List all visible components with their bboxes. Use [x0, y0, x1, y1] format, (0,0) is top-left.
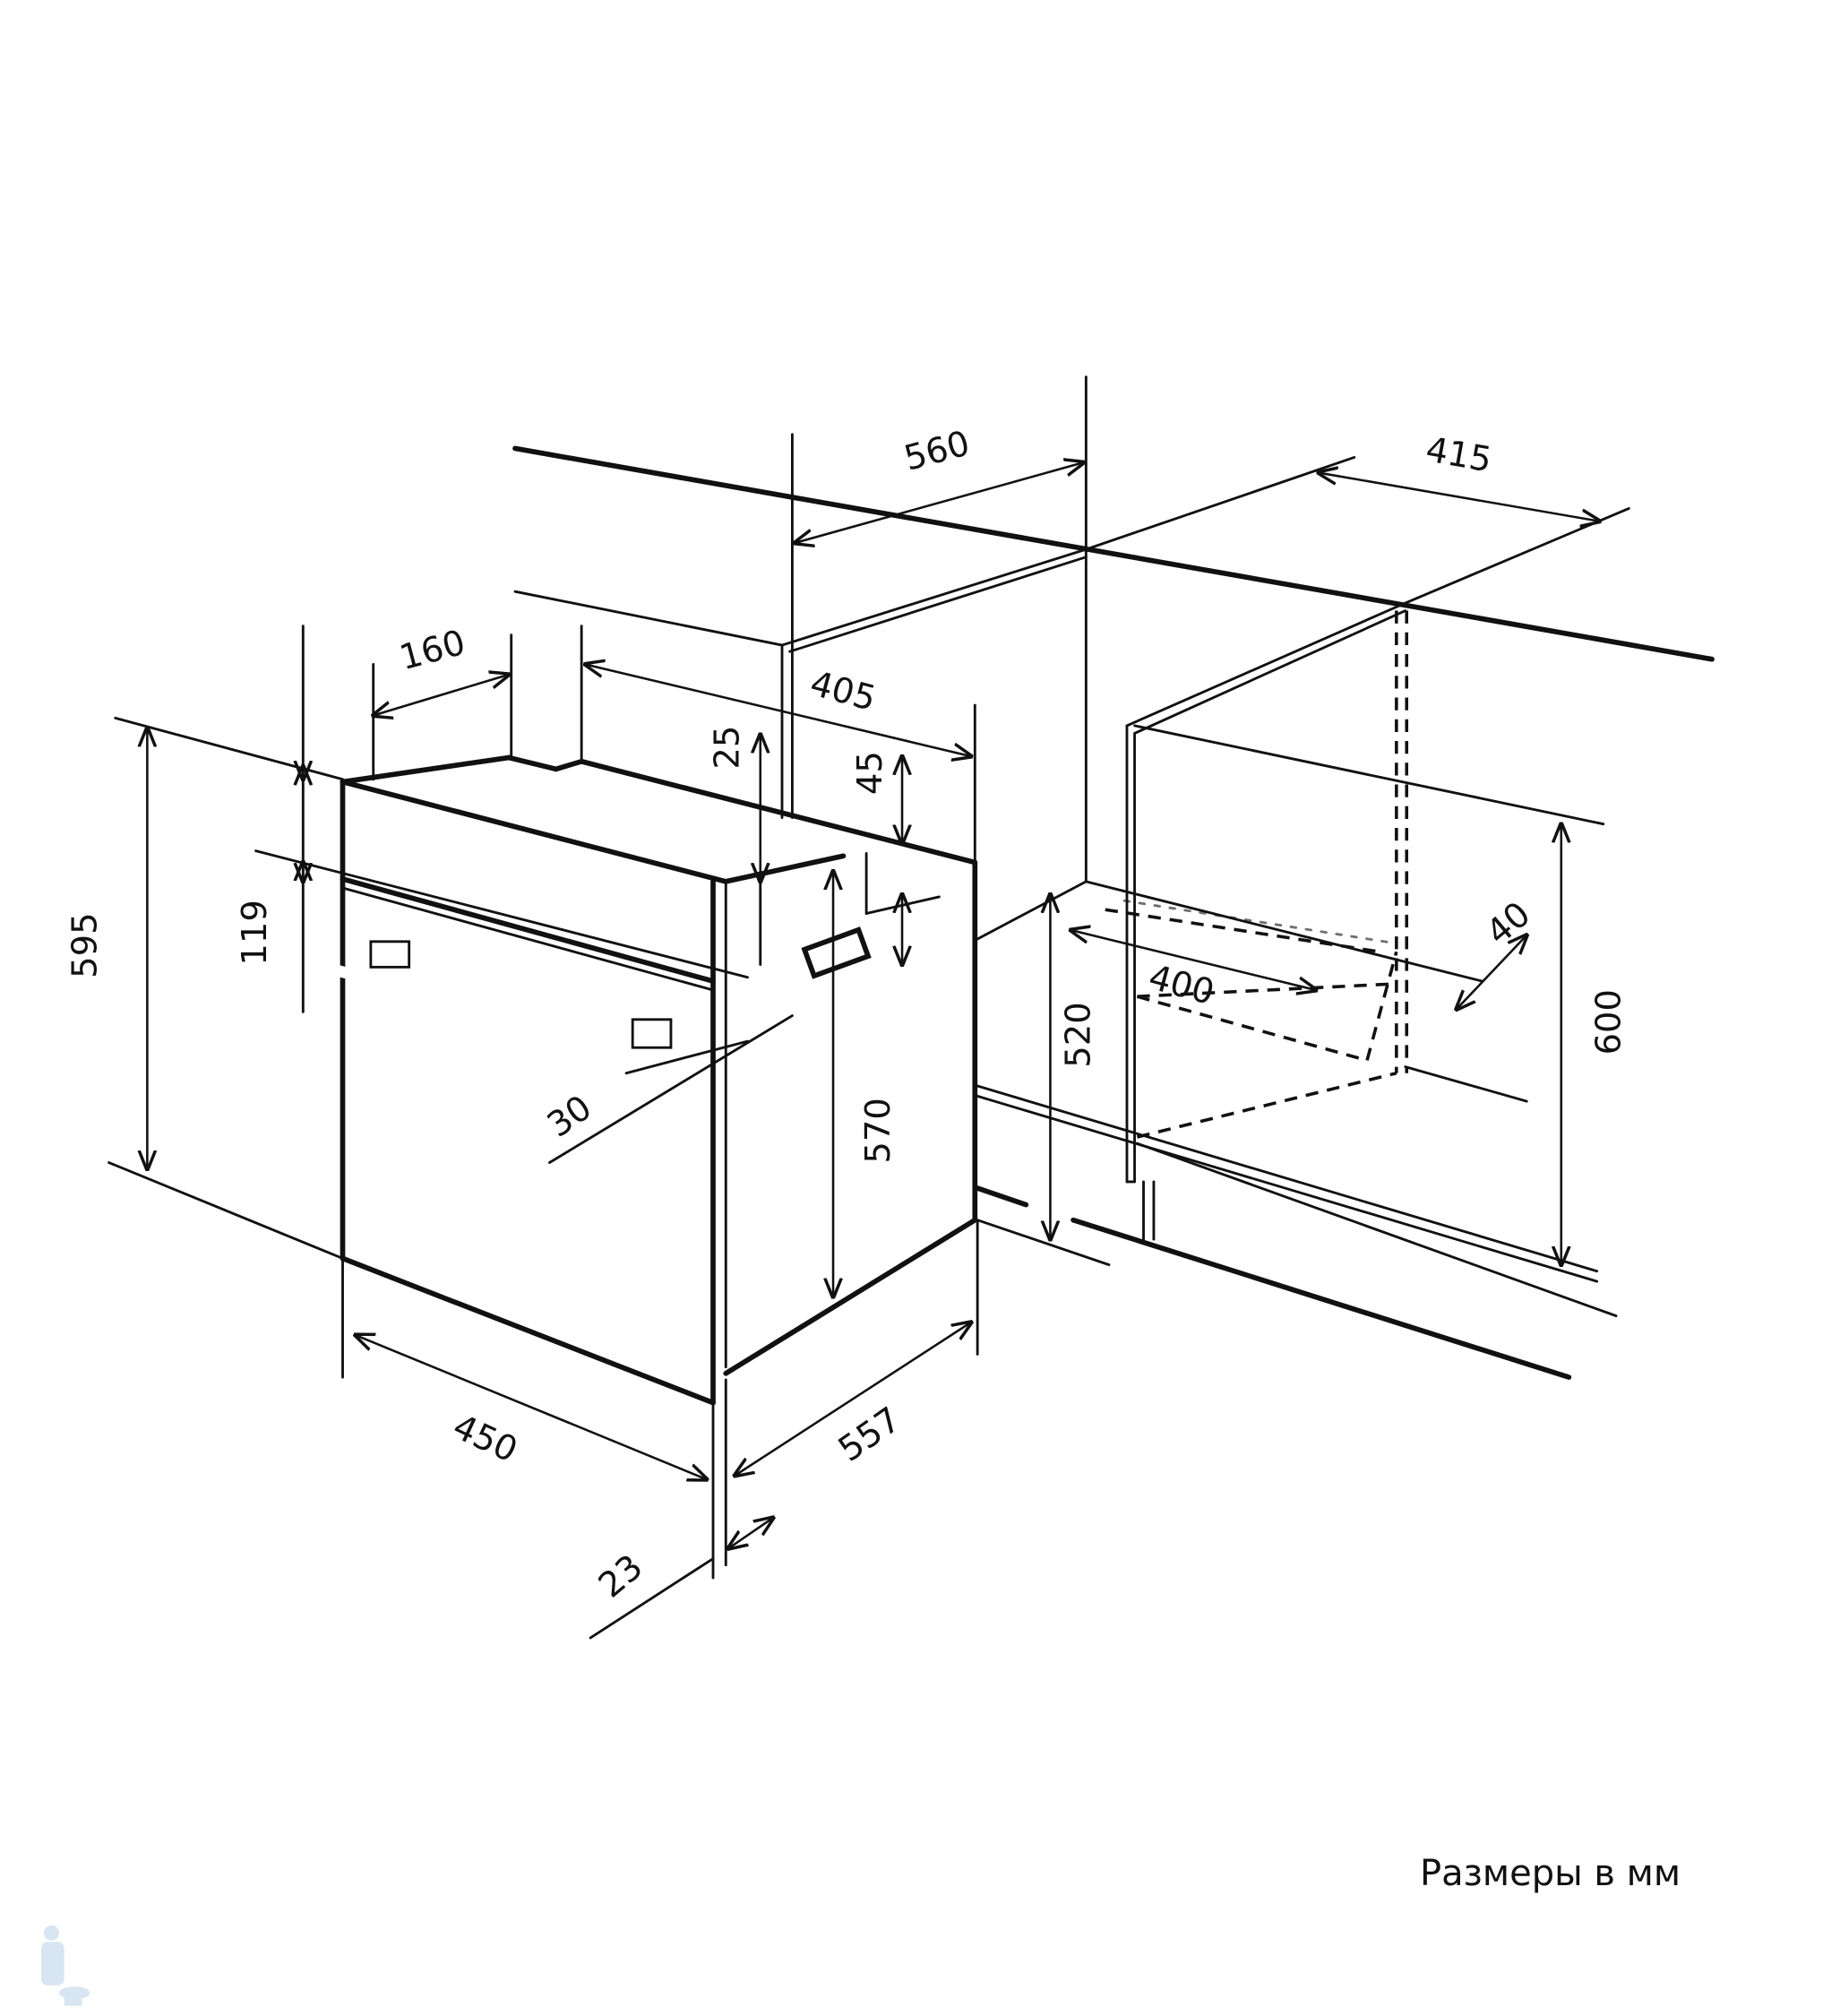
- label-25: 25: [708, 726, 748, 770]
- label-595: 595: [64, 912, 105, 978]
- label-560: 560: [900, 423, 975, 478]
- units-caption: Размеры в мм: [1420, 1853, 1681, 1894]
- label-600: 600: [1588, 989, 1629, 1055]
- dimension-lines: [107, 462, 1600, 1640]
- label-450: 450: [447, 1407, 524, 1471]
- plumber-watermark-icon: [41, 1925, 90, 2006]
- label-400: 400: [1145, 957, 1219, 1012]
- label-405: 405: [806, 663, 881, 719]
- oven: [332, 754, 978, 1406]
- label-520: 520: [1059, 1002, 1099, 1067]
- label-160: 160: [395, 623, 469, 678]
- label-557: 557: [831, 1400, 908, 1470]
- label-415: 415: [1423, 429, 1494, 480]
- label-40: 40: [1479, 894, 1538, 953]
- dimension-labels: 560 415 160 405 25 45 595 119 30 570 520…: [64, 423, 1629, 1606]
- label-570: 570: [858, 1098, 899, 1163]
- label-119: 119: [235, 900, 275, 965]
- label-23: 23: [591, 1546, 650, 1606]
- label-45: 45: [850, 751, 890, 795]
- cabinet-niche: [512, 375, 1715, 1380]
